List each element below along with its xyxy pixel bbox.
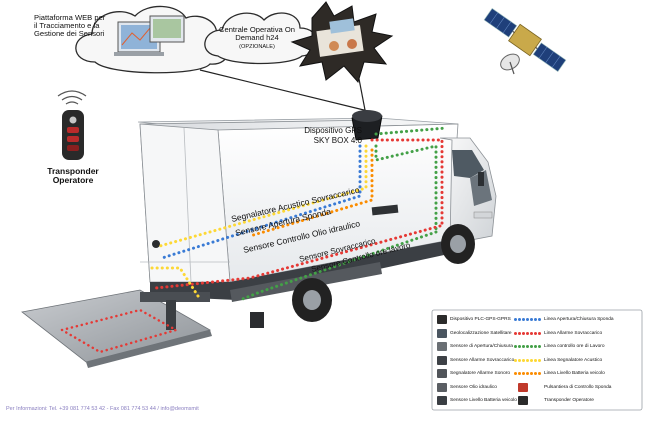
- buzzer-icon: [437, 369, 447, 378]
- legend-dot: [522, 345, 525, 348]
- legend-dot: [530, 345, 533, 348]
- legend-dot: [526, 318, 529, 321]
- legend-dot: [534, 331, 537, 335]
- satellite-dish-icon: [500, 53, 520, 75]
- legend-left-label: Dispositivo PLC-GPS-GPRS: [450, 317, 511, 322]
- legend-dot: [538, 318, 541, 321]
- truck-body: [137, 117, 459, 302]
- ops-center-title: Centrale Operativa On Demand h24: [219, 25, 295, 42]
- satellite-geo-icon: [437, 328, 447, 338]
- legend-dot: [530, 318, 533, 321]
- battery-sensor-icon: [437, 396, 447, 405]
- tail-lift-platform: [21, 289, 212, 368]
- legend-left-label: Sensore di Apertura/Chiusura: [450, 344, 513, 349]
- door-sensor-icon: [437, 342, 447, 351]
- legend-right-label: Transponder Operatore: [544, 398, 594, 403]
- legend-right-label: Linea Allarme Sovraccarico: [544, 330, 603, 336]
- legend-dot: [518, 358, 521, 362]
- transponder-icon: [518, 396, 528, 405]
- legend-dot: [514, 331, 517, 335]
- legend-dot: [538, 372, 541, 375]
- legend-left-label: Sensore Allarme Sovraccarico: [450, 357, 515, 363]
- gps-device-label: Dispositivo GPS: [304, 126, 362, 135]
- legend-dot: [538, 345, 541, 348]
- legend-dot: [522, 331, 525, 335]
- legend-dot: [534, 372, 537, 375]
- legend-dot: [534, 318, 537, 321]
- gps-device-model: SKY BOX 4.0: [313, 136, 362, 145]
- monitor-icon: [114, 15, 185, 56]
- alarm-sensor-icon: [437, 355, 447, 365]
- legend-dot: [526, 331, 529, 335]
- legend-box: [431, 309, 643, 411]
- oil-sensor-icon: [437, 382, 447, 392]
- legend-dot: [530, 331, 533, 335]
- legend-right-label: Linea Segnalatore Acustico: [544, 357, 603, 363]
- legend-dot: [514, 372, 517, 375]
- legend-left-label: Segnalatore Allarme Sonoro: [450, 371, 510, 376]
- legend-dot: [522, 358, 525, 362]
- legend-dot: [518, 372, 521, 375]
- legend-left-label: Sensore Olio idraulico: [450, 384, 497, 390]
- legend-dot: [514, 318, 517, 321]
- web-platform-label: Piattaforma WEB per il Tracciamento e la…: [34, 13, 106, 38]
- legend-dot: [530, 358, 533, 362]
- legend-dot: [514, 358, 517, 362]
- operations-center-icon: [290, 1, 394, 84]
- legend-dot: [518, 331, 521, 335]
- truck-wheels: [292, 224, 475, 322]
- legend-right-label: Linea Apertura/Chiusura Sponda: [544, 317, 614, 322]
- gps-box-icon: [437, 315, 447, 324]
- gps-skybox-icon: [351, 110, 383, 141]
- control-panel-icon: [518, 382, 528, 392]
- legend-dot: [538, 331, 541, 335]
- legend-right-label: Pulsantiera di Controllo Sponda: [544, 384, 612, 390]
- legend-dot: [534, 358, 537, 362]
- wiring-lines: [58, 126, 448, 354]
- truck-sensor-markers: [152, 204, 399, 328]
- satellite-icon: [483, 8, 567, 72]
- operations-cloud: [204, 12, 318, 65]
- truck-cab: [439, 137, 497, 245]
- transponder-keyfob-icon: [57, 90, 87, 160]
- legend-right-label: Linea controllo ore di Lavoro: [544, 344, 605, 349]
- legend-dot: [538, 358, 541, 362]
- legend-dot: [530, 372, 533, 375]
- legend-right-label: Linea Livello Batteria veicolo: [544, 371, 605, 376]
- legend-left-label: Sensore Livello Batteria veicolo: [450, 398, 517, 403]
- legend-dot: [526, 358, 529, 362]
- legend-dot: [518, 318, 521, 321]
- footer-contact: Per Informazioni: Tel. +39 081 774 53 42…: [6, 406, 199, 412]
- ops-center-subtitle: (OPZIONALE): [239, 44, 275, 50]
- legend-dot: [526, 345, 529, 348]
- legend-dot: [518, 345, 521, 348]
- legend-dot: [526, 372, 529, 375]
- legend-dot: [534, 345, 537, 348]
- legend-dot: [522, 372, 525, 375]
- transponder-label: Transponder Operatore: [47, 166, 99, 185]
- legend-left-label: Geolocalizzazione Satellitare: [450, 330, 512, 336]
- legend-dot: [522, 318, 525, 321]
- legend-dot: [514, 345, 517, 348]
